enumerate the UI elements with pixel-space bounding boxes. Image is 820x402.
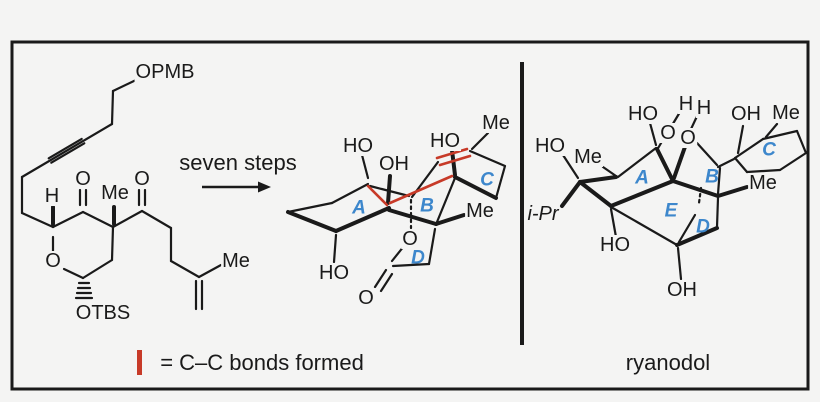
atom-label-starting_material-h: H xyxy=(43,185,61,207)
atom-label-starting_material-me: Me xyxy=(100,182,130,204)
atom-label-intermediate-oh: OH xyxy=(378,153,410,175)
atom-label-starting_material-me: Me xyxy=(221,250,251,272)
atom-label-intermediate-ho: HO xyxy=(429,130,461,152)
atom-label-starting_material-o: O xyxy=(133,168,151,190)
atom-label-ryanodol-ho: HO xyxy=(627,103,659,125)
intermediate-structure xyxy=(286,131,507,293)
legend-text: = C–C bonds formed xyxy=(160,350,364,375)
atom-label-ryanodol-oh: OH xyxy=(666,279,698,301)
atom-label-ryanodol-me: Me xyxy=(748,172,778,194)
legend-red-tick xyxy=(137,350,142,375)
atom-label-intermediate-ho: HO xyxy=(342,135,374,157)
atom-label-ryanodol-h: H xyxy=(695,97,713,119)
starting-material-structure xyxy=(20,78,223,311)
atom-label-ryanodol-ipr: i-Pr xyxy=(526,203,560,225)
atom-label-intermediate-ho: HO xyxy=(318,262,350,284)
atom-label-starting_material-o: O xyxy=(74,168,92,190)
atom-label-intermediate-me: Me xyxy=(465,200,495,222)
atom-label-ryanodol-h: H xyxy=(677,93,695,115)
product-name-ryanodol: ryanodol xyxy=(625,350,711,375)
atom-label-starting_material-o: O xyxy=(44,250,62,272)
ryanodol-structure xyxy=(560,110,808,281)
ring-label-ryanodol-c: C xyxy=(762,139,776,161)
ring-label-intermediate-c: C xyxy=(480,169,494,191)
atom-label-intermediate-me: Me xyxy=(481,112,511,134)
ring-label-intermediate-b: B xyxy=(420,195,434,217)
atom-label-intermediate-o: O xyxy=(401,228,419,250)
atom-label-ryanodol-o: O xyxy=(679,127,697,149)
ring-label-ryanodol-d: D xyxy=(696,216,710,238)
ring-label-intermediate-a: A xyxy=(352,197,366,219)
atom-label-ryanodol-ho: HO xyxy=(599,234,631,256)
reaction-arrow xyxy=(202,181,271,193)
ring-label-ryanodol-e: E xyxy=(664,200,678,222)
atom-label-starting_material-otbs: OTBS xyxy=(74,302,132,324)
atom-label-ryanodol-me: Me xyxy=(573,146,603,168)
atom-label-ryanodol-oh: OH xyxy=(730,103,762,125)
atom-label-ryanodol-me: Me xyxy=(771,102,801,124)
bonds-formed-highlight xyxy=(366,147,472,207)
atom-label-ryanodol-o: O xyxy=(659,122,677,144)
atom-label-intermediate-o: O xyxy=(357,287,375,309)
ring-label-ryanodol-b: B xyxy=(705,166,719,188)
scheme-frame xyxy=(10,40,810,391)
ring-label-ryanodol-a: A xyxy=(635,167,649,189)
seven-steps-label: seven steps xyxy=(179,150,297,175)
ring-label-intermediate-d: D xyxy=(411,247,425,269)
atom-label-starting_material-opmb: OPMB xyxy=(134,61,196,83)
atom-label-ryanodol-ho: HO xyxy=(534,135,566,157)
